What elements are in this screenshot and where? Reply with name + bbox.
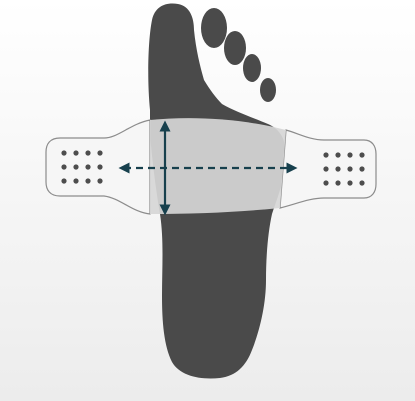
strap-hole-dot — [335, 166, 340, 171]
strap-hole-dot — [347, 152, 352, 157]
toe-3 — [224, 31, 246, 65]
strap-hole-dot — [61, 150, 66, 155]
strap-hole-dot — [347, 166, 352, 171]
strap-hole-dot — [323, 180, 328, 185]
strap-hole-dot — [97, 164, 102, 169]
strap-hole-dot — [85, 164, 90, 169]
strap-hole-dot — [73, 150, 78, 155]
strap-hole-dot — [335, 180, 340, 185]
strap-hole-dot — [61, 178, 66, 183]
strap-hole-dot — [323, 166, 328, 171]
strap-hole-dot — [359, 152, 364, 157]
strap-hole-dot — [359, 180, 364, 185]
toe-5 — [260, 78, 276, 102]
strap-hole-dot — [85, 178, 90, 183]
toe-2 — [201, 8, 227, 48]
strap-hole-dot — [347, 180, 352, 185]
strap-hole-dot — [323, 152, 328, 157]
strap-hole-dot — [73, 164, 78, 169]
strap-hole-dot — [85, 150, 90, 155]
toe-4 — [243, 54, 261, 82]
strap-hole-dot — [97, 150, 102, 155]
strap-hole-dot — [359, 166, 364, 171]
strap-hole-dot — [61, 164, 66, 169]
strap-hole-dot — [97, 178, 102, 183]
strap-band — [150, 118, 286, 214]
strap-hole-dot — [73, 178, 78, 183]
strap-hole-dot — [335, 152, 340, 157]
